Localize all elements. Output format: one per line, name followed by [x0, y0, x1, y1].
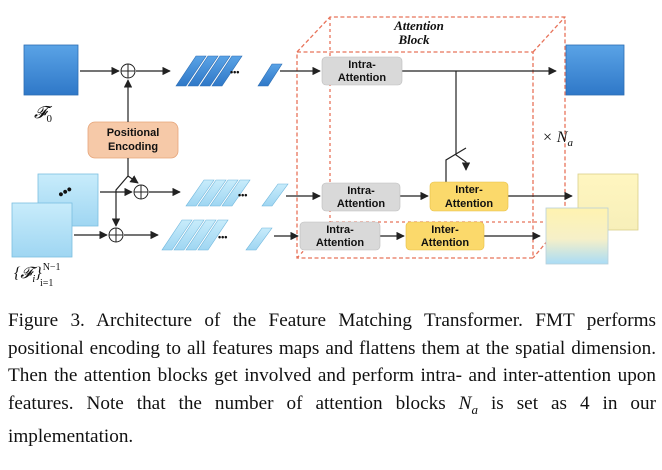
- intra-attention-bottom: Intra- Attention: [299, 221, 381, 251]
- stack-dots: •••: [55, 181, 76, 202]
- svg-text:Attention: Attention: [421, 237, 470, 249]
- flattened-tokens-fi-2: [161, 219, 273, 251]
- fi-label-lower: i=1: [40, 278, 53, 289]
- svg-text:Inter-: Inter-: [431, 224, 459, 236]
- fi-feature-map-front: [11, 202, 73, 258]
- flattened-tokens-f0: [175, 55, 283, 87]
- repeat-count-label: × Na: [542, 129, 573, 149]
- output-f0: [565, 44, 625, 96]
- positional-encoding-label-1: Positional: [107, 127, 160, 139]
- positional-encoding-label-2: Encoding: [108, 141, 158, 153]
- flattened-tokens-fi-1: [185, 179, 289, 207]
- f0-label: 𝓕0: [34, 103, 53, 125]
- architecture-diagram: Attention Block 𝓕0 ••• {𝓕i}N−1 i=1 Posit…: [11, 16, 639, 289]
- add-node-top: [120, 63, 136, 79]
- dots-row2: •••: [238, 190, 247, 200]
- fi-label: {𝓕i}N−1: [14, 262, 61, 285]
- inter-attention-bottom: Inter- Attention: [405, 221, 485, 251]
- figure-caption: Figure 3. Architecture of the Feature Ma…: [8, 307, 656, 450]
- svg-text:Attention: Attention: [316, 237, 365, 249]
- dots-row1: •••: [230, 67, 239, 77]
- svg-text:Intra-: Intra-: [347, 185, 375, 197]
- intra-attention-top: Intra- Attention: [321, 56, 403, 86]
- f0-feature-map: [23, 44, 79, 96]
- caption-na-sub: a: [471, 401, 478, 417]
- add-node-mid: [133, 184, 149, 200]
- svg-text:Attention: Attention: [445, 198, 494, 210]
- caption-suffix: is set as 4 in our implementation.: [8, 392, 656, 447]
- svg-text:Intra-: Intra-: [348, 59, 376, 71]
- caption-na-symbol: N: [458, 392, 472, 414]
- inter-attention-mid: Inter- Attention: [429, 181, 509, 212]
- intra-attention-mid: Intra- Attention: [321, 182, 401, 212]
- svg-text:Intra-: Intra-: [326, 224, 354, 236]
- svg-text:Attention: Attention: [338, 72, 387, 84]
- caption-text: Figure 3. Architecture of the Feature Ma…: [8, 310, 656, 414]
- svg-text:Inter-: Inter-: [455, 184, 483, 196]
- block-title-2: Block: [397, 32, 430, 47]
- positional-encoding-box: [87, 121, 179, 159]
- dots-row3: •••: [218, 232, 227, 242]
- block-title-1: Attention: [393, 18, 444, 33]
- svg-text:Attention: Attention: [337, 198, 386, 210]
- output-fi-front: [545, 207, 609, 265]
- add-node-bottom: [108, 227, 124, 243]
